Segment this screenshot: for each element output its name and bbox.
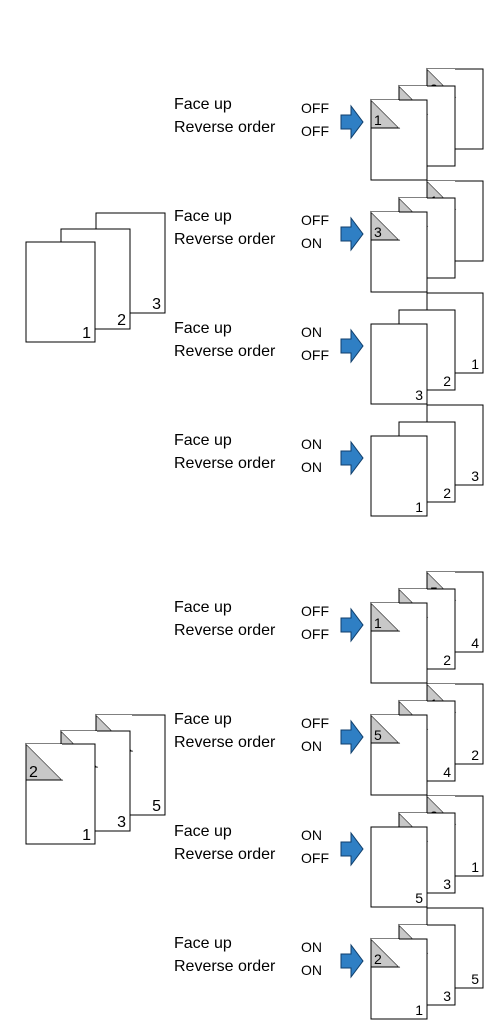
corner-cut <box>371 603 399 631</box>
page-bottom-number: 5 <box>152 798 161 815</box>
right-arrow-icon <box>340 831 364 867</box>
corner-cut <box>371 100 399 128</box>
face-up-label: Face up <box>174 432 232 449</box>
page-bottom-number: 1 <box>471 356 479 372</box>
reverse-order-value: OFF <box>301 626 329 642</box>
page-bottom-number: 3 <box>152 296 161 313</box>
reverse-order-value: ON <box>301 962 322 978</box>
page-outline <box>370 435 428 517</box>
page-corner-number: 1 <box>374 615 382 631</box>
reverse-order-label: Reverse order <box>174 846 276 863</box>
reverse-order-value: OFF <box>301 123 329 139</box>
page-bottom-number: 3 <box>443 876 451 892</box>
reverse-order-label: Reverse order <box>174 734 276 751</box>
reverse-order-label: Reverse order <box>174 455 276 472</box>
face-up-label: Face up <box>174 711 232 728</box>
face-up-value: OFF <box>301 715 329 731</box>
face-up-value: ON <box>301 324 322 340</box>
page-sheet: 5 <box>370 826 428 908</box>
page-outline <box>370 323 428 405</box>
reverse-order-value: ON <box>301 738 322 754</box>
page-sheet: 21 <box>25 742 96 845</box>
page-bottom-number: 5 <box>415 890 423 906</box>
page-bottom-number: 2 <box>471 747 479 763</box>
page-bottom-number: 2 <box>443 652 451 668</box>
page-bottom-number: 3 <box>443 988 451 1004</box>
page-bottom-number: 3 <box>471 468 479 484</box>
face-up-label: Face up <box>174 935 232 952</box>
reverse-order-label: Reverse order <box>174 119 276 136</box>
corner-cut <box>371 939 399 967</box>
reverse-order-value: OFF <box>301 347 329 363</box>
page-bottom-number: 5 <box>471 971 479 987</box>
page-corner-number: 3 <box>374 224 382 240</box>
page-sheet: 3 <box>370 323 428 405</box>
right-arrow-icon <box>340 440 364 476</box>
page-sheet: 3 <box>370 210 428 293</box>
page-sheet: 5 <box>370 713 428 796</box>
page-bottom-number: 1 <box>471 859 479 875</box>
page-bottom-number: 1 <box>415 499 423 515</box>
setting-row: Face up Reverse order ON ON 3 2 1 <box>174 404 484 517</box>
reverse-order-label: Reverse order <box>174 622 276 639</box>
source-stack: 54321 <box>25 713 166 845</box>
corner-cut <box>371 715 399 743</box>
right-arrow-icon <box>340 943 364 979</box>
page-bottom-number: 1 <box>415 1002 423 1018</box>
face-up-value: ON <box>301 436 322 452</box>
page-sheet: 1 <box>25 241 96 343</box>
face-up-value: OFF <box>301 603 329 619</box>
page-corner-number: 1 <box>374 112 382 128</box>
page-corner-number: 2 <box>29 764 38 781</box>
right-arrow-icon <box>340 328 364 364</box>
page-bottom-number: 2 <box>117 312 126 329</box>
face-up-label: Face up <box>174 96 232 113</box>
page-sheet: 1 <box>370 435 428 517</box>
face-up-value: OFF <box>301 100 329 116</box>
corner-cut <box>26 744 62 780</box>
page-bottom-number: 4 <box>443 764 451 780</box>
page-bottom-number: 4 <box>471 635 479 651</box>
reverse-order-value: ON <box>301 235 322 251</box>
page-bottom-number: 3 <box>117 814 126 831</box>
face-up-label: Face up <box>174 208 232 225</box>
page-sheet: 1 <box>370 98 428 181</box>
right-arrow-icon <box>340 719 364 755</box>
face-up-value: ON <box>301 939 322 955</box>
face-up-label: Face up <box>174 823 232 840</box>
reverse-order-label: Reverse order <box>174 958 276 975</box>
corner-cut <box>371 212 399 240</box>
reverse-order-label: Reverse order <box>174 231 276 248</box>
right-arrow-icon <box>340 104 364 140</box>
page-bottom-number: 2 <box>443 485 451 501</box>
right-arrow-icon <box>340 607 364 643</box>
source-stack: 3 2 1 <box>25 212 166 343</box>
setting-row: Face up Reverse order ON OFF 1 2 3 <box>174 292 484 405</box>
face-up-value: ON <box>301 827 322 843</box>
reverse-order-value: ON <box>301 459 322 475</box>
page-corner-number: 5 <box>374 727 382 743</box>
page-sheet: 1 <box>370 601 428 684</box>
page-sheet: 21 <box>370 937 428 1020</box>
face-up-value: OFF <box>301 212 329 228</box>
page-bottom-number: 3 <box>415 387 423 403</box>
face-up-label: Face up <box>174 599 232 616</box>
right-arrow-icon <box>340 216 364 252</box>
page-bottom-number: 2 <box>443 373 451 389</box>
page-bottom-number: 1 <box>82 325 91 342</box>
face-up-label: Face up <box>174 320 232 337</box>
page-outline <box>25 241 96 343</box>
page-outline <box>370 826 428 908</box>
reverse-order-label: Reverse order <box>174 343 276 360</box>
page-bottom-number: 1 <box>82 827 91 844</box>
reverse-order-value: OFF <box>301 850 329 866</box>
page-corner-number: 2 <box>374 951 382 967</box>
